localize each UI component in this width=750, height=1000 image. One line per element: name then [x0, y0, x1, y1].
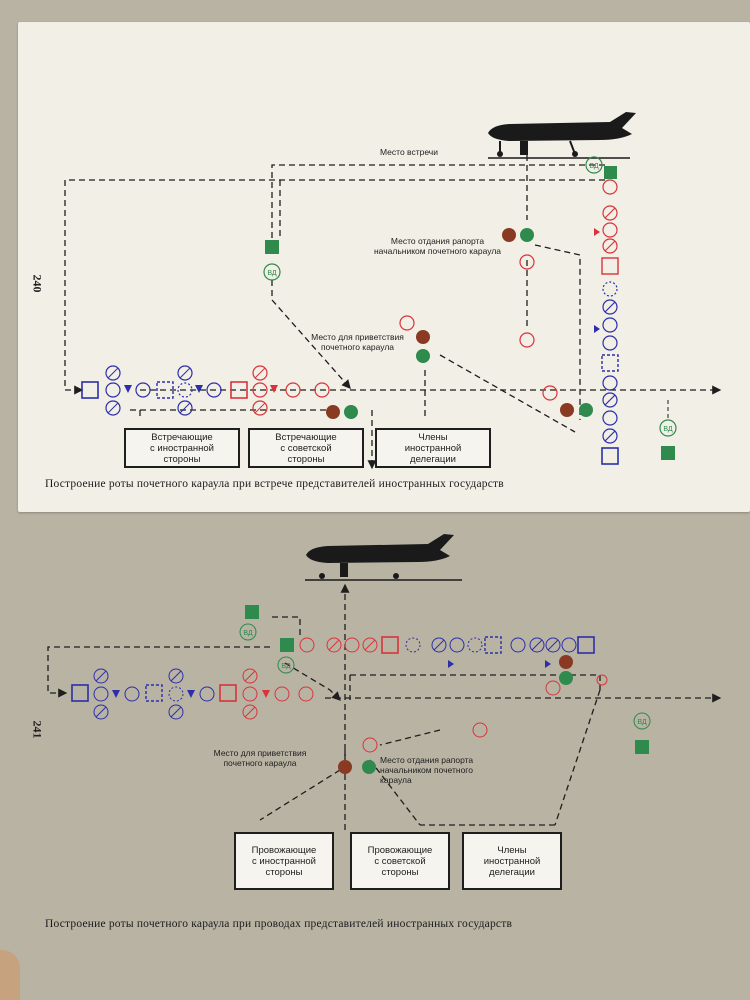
svg-text:ВД: ВД	[589, 163, 599, 170]
greeting-place-line-1-bottom: Место для приветствия	[213, 748, 307, 758]
report-place-label: Место отдания рапорта начальником почетн…	[370, 236, 505, 256]
formation-row-bottom	[71, 668, 314, 720]
svg-text:ВД: ВД	[663, 426, 673, 433]
greeting-place-label-bottom: Место для приветствия почетного караула	[200, 748, 320, 768]
caption-bottom: Построение роты почетного караула при пр…	[45, 918, 513, 930]
red-circle-slash-marker	[602, 205, 618, 221]
greeting-markers-bottom: ВД	[338, 712, 651, 774]
report-place-line-2-bottom: начальником почетного	[380, 765, 473, 775]
formation-column-right	[594, 166, 619, 465]
report-place-label-bottom: Место отдания рапорта начальником почетн…	[380, 755, 473, 785]
greeting-place-line-2-bottom: почетного караула	[223, 758, 297, 768]
route-lines-top	[64, 155, 722, 470]
airplane-icon-bottom	[305, 534, 462, 581]
formation-row-left	[81, 365, 330, 416]
route-lines-bottom	[47, 583, 722, 830]
report-place-line-1: Место отдания рапорта	[390, 236, 485, 246]
greeting-place-line-2: почетного караула	[320, 342, 395, 352]
report-place-line-1-bottom: Место отдания рапорта	[380, 755, 474, 765]
svg-text:ВД: ВД	[243, 630, 253, 637]
svg-text:ВД: ВД	[637, 719, 647, 726]
green-square-marker	[604, 166, 617, 179]
svg-text:ВД: ВД	[267, 270, 277, 277]
report-place-markers	[326, 228, 593, 419]
red-square-marker	[601, 257, 619, 275]
caption-top: Построение роты почетного караула при вс…	[45, 478, 504, 490]
report-place-line-2: начальником почетного караула	[373, 246, 502, 256]
formation-top-row-bottom: ВД ВД	[239, 605, 608, 696]
vd-marker-top: ВД ВД ВД	[263, 156, 677, 460]
greeting-place-line-1: Место для приветствия	[311, 332, 404, 342]
greeting-place-label: Место для приветствия почетного караула	[305, 332, 410, 352]
report-place-line-3-bottom: караула	[380, 775, 412, 785]
k-marker	[602, 179, 618, 195]
svg-text:ВД: ВД	[281, 663, 291, 670]
meeting-place-label: Место встречи	[380, 147, 438, 157]
airplane-icon	[488, 112, 636, 159]
page-number-241: 241	[30, 720, 45, 739]
thumb	[0, 950, 20, 1000]
page-number-240: 240	[30, 274, 45, 293]
